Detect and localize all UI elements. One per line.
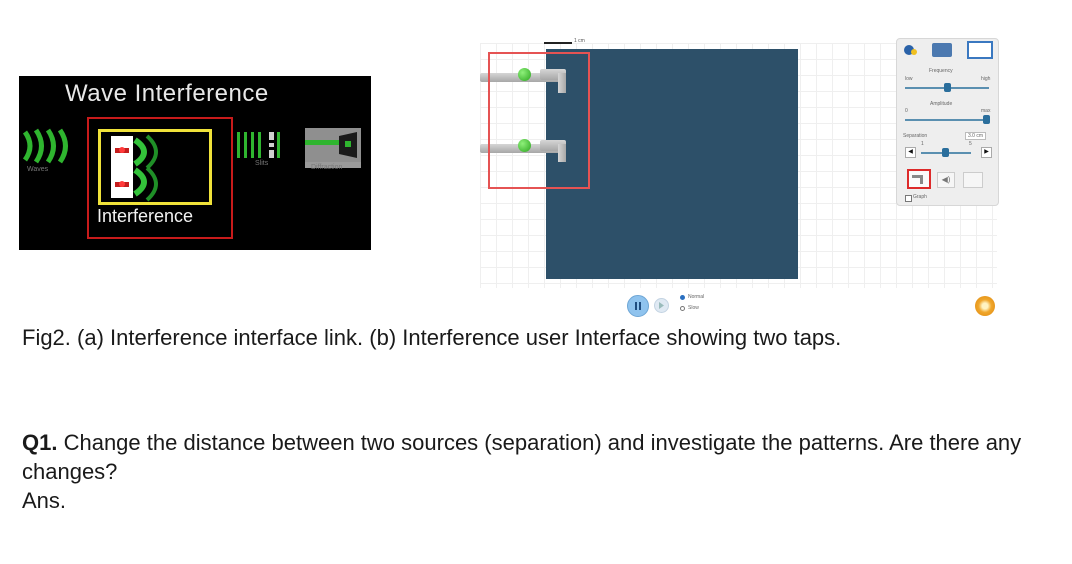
frequency-slider-knob[interactable] [944, 83, 951, 92]
waves-screen-thumbnail[interactable]: Waves [19, 126, 77, 173]
tap-2-nozzle [558, 144, 566, 162]
separation-decrease-icon[interactable]: ◀ [905, 147, 916, 158]
pause-button[interactable] [627, 295, 649, 317]
two-sources-icon [111, 134, 158, 202]
question-block: Q1. Change the distance between two sour… [22, 428, 1022, 515]
slits-screen-thumbnail[interactable]: Slits [233, 128, 291, 167]
amplitude-slider-track [905, 119, 989, 121]
frequency-label: Frequency [929, 68, 953, 74]
interference-screen-thumbnail[interactable]: Interference [87, 117, 233, 239]
amplitude-min: 0 [905, 108, 908, 114]
answer-label: Ans. [22, 488, 67, 513]
laser-source-icon[interactable] [963, 172, 983, 188]
amplitude-label: Amplitude [930, 101, 953, 107]
taps-highlight-box [488, 52, 590, 189]
question-number: Q1. [22, 430, 58, 455]
diffraction-screen-thumbnail[interactable]: Diffraction [305, 128, 361, 171]
speaker-icon[interactable] [932, 43, 952, 57]
diffraction-thumbnail-label: Diffraction [311, 164, 343, 171]
step-button[interactable] [654, 298, 669, 313]
separation-value: 3.0 cm [965, 132, 987, 140]
slow-speed-label: Slow [688, 305, 699, 311]
question-text: Change the distance between two sources … [22, 430, 1022, 484]
interference-thumbnail-image [98, 129, 212, 205]
waves-icon [22, 128, 68, 164]
faucet-icon [912, 175, 923, 184]
interference-label: Interference [97, 206, 194, 226]
separation-increase-icon[interactable]: ▶ [981, 147, 992, 158]
interference-link-figure: Wave Interference Waves Interfer [19, 76, 371, 250]
waves-thumbnail-label: Waves [27, 166, 49, 173]
tap-2-spout [540, 140, 566, 151]
tap-1-spout [540, 69, 566, 80]
control-panel: Frequency low high Amplitude 0 max Separ… [896, 38, 999, 206]
sound-source-icon[interactable]: ◀) [937, 172, 955, 188]
slow-speed-radio[interactable] [680, 306, 685, 311]
diffraction-icon [305, 128, 361, 162]
slits-icon [237, 132, 280, 158]
sim-title: Wave Interference [65, 80, 269, 107]
scale-label: 1 cm [574, 38, 585, 44]
separation-min: 1 [921, 141, 924, 147]
separation-slider-knob[interactable] [942, 148, 949, 157]
frequency-max: high [981, 76, 991, 82]
step-icon [659, 302, 664, 309]
figure-caption: Fig2. (a) Interference interface link. (… [22, 325, 842, 350]
tap-1-nozzle [558, 73, 566, 93]
separation-max: 5 [969, 141, 972, 147]
interference-ui-figure: 1 cm Frequency low high Amplitude 0 max … [480, 38, 1000, 318]
reset-all-button[interactable] [975, 296, 995, 316]
pause-icon [635, 302, 641, 310]
amplitude-slider-knob[interactable] [983, 115, 990, 124]
normal-speed-radio[interactable] [680, 295, 685, 300]
faucet-button[interactable] [907, 169, 931, 189]
light-source-icon[interactable] [967, 41, 993, 59]
graph-checkbox[interactable] [905, 195, 912, 202]
slits-thumbnail-label: Slits [255, 160, 269, 167]
scale-bar [544, 42, 572, 44]
separation-label: Separation [903, 133, 928, 139]
amplitude-max: max [981, 108, 991, 114]
graph-label: Graph [913, 194, 927, 200]
tap-1-valve-icon[interactable] [518, 68, 531, 81]
tap-2-valve-icon[interactable] [518, 139, 531, 152]
normal-speed-label: Normal [688, 294, 705, 300]
frequency-min: low [905, 76, 913, 82]
water-drop-icon[interactable] [901, 43, 919, 56]
